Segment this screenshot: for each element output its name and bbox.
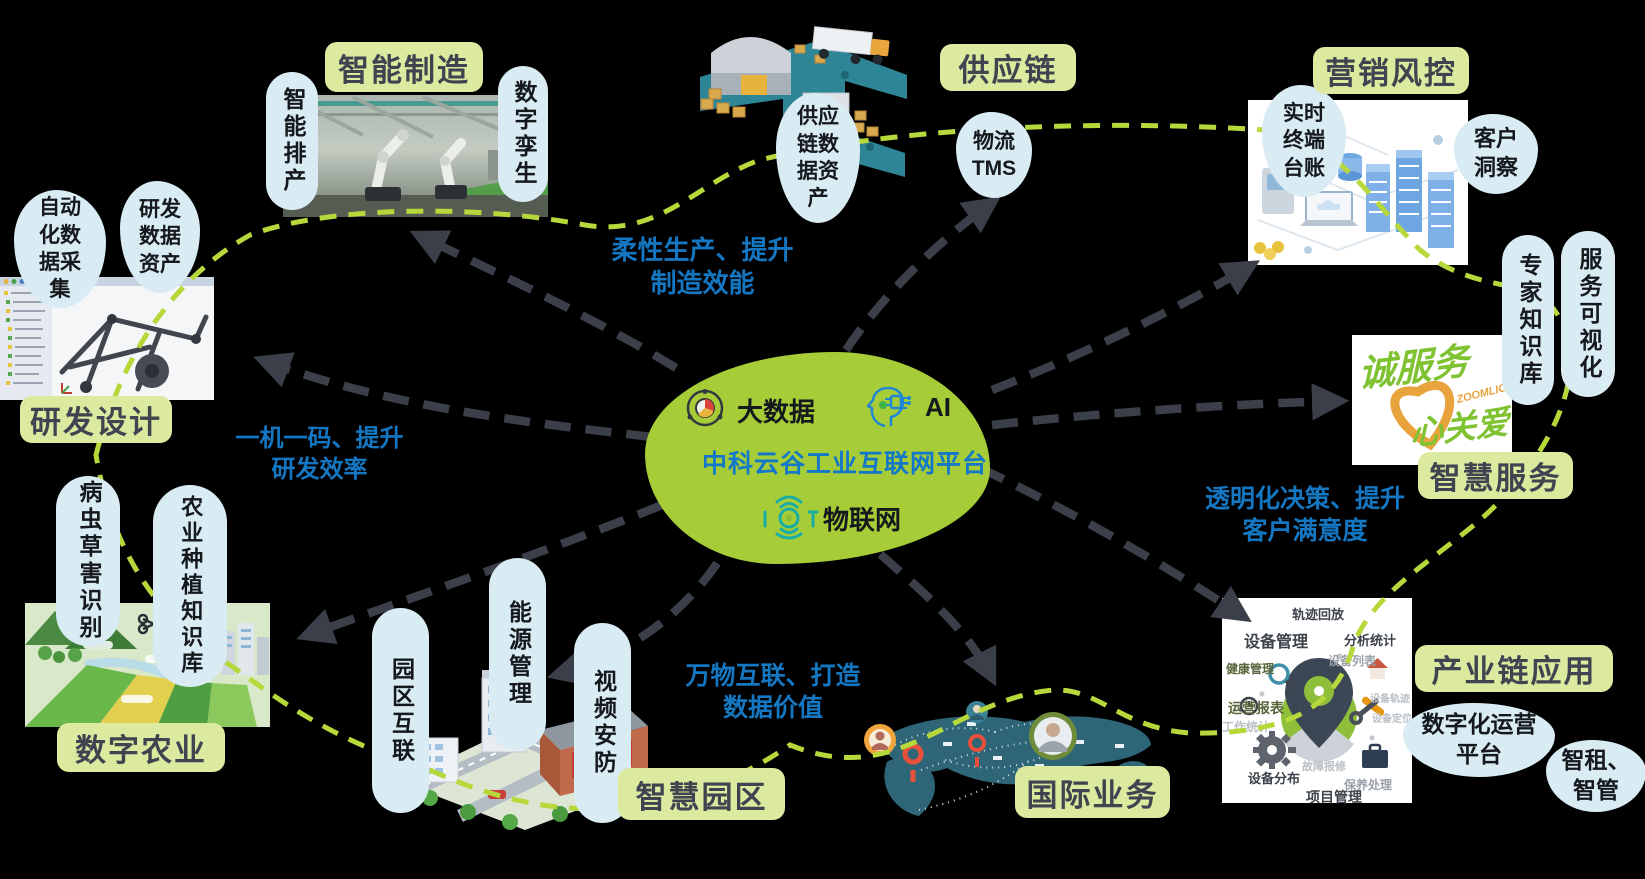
- bubble-intelligent-scheduling: 智能排产: [266, 72, 318, 210]
- tag-smart-park: 智慧园区: [618, 768, 785, 820]
- avatar-green: [1029, 712, 1077, 760]
- arrow-to-supply-chain: [842, 196, 1001, 353]
- tag-smart-manufacturing: 智能制造: [325, 42, 483, 92]
- tag-supply-chain: 供应链: [940, 44, 1076, 91]
- ic-label-trajectory: 设备轨迹: [1370, 694, 1410, 705]
- bubble-digital-operation: 数字化运营 平台: [1403, 703, 1555, 777]
- ai-label: AI: [925, 392, 951, 422]
- bubble-auto-data-collection: 自动 化数 据采 集: [14, 190, 106, 308]
- ic-label-project: 项目管理: [1306, 789, 1362, 805]
- arrow-to-agriculture: [296, 501, 664, 645]
- ic-label-report: 运营报表: [1228, 700, 1284, 716]
- big-data-label: 大数据: [737, 397, 816, 427]
- platform-blob: 大数据 AI 中科云谷工业互联网平台 物联网: [645, 352, 990, 564]
- avatar-orange: [864, 724, 896, 756]
- bubble-planting-knowledge: 农业种植知识库: [153, 485, 227, 687]
- tag-international: 国际业务: [1015, 766, 1170, 818]
- annotation-flexible-production: 柔性生产、提升 制造效能: [611, 235, 794, 299]
- bubble-park-interconnect: 园区互联: [372, 608, 429, 813]
- bubble-smart-rent-manage: 智租、 智管: [1546, 740, 1645, 812]
- ic-label-track: 轨迹回放: [1292, 607, 1345, 622]
- bubble-expert-knowledge: 专家知识库: [1502, 235, 1554, 405]
- tag-industry-chain: 产业链应用: [1415, 645, 1613, 692]
- tag-digital-agriculture: 数字农业: [57, 723, 225, 772]
- bubble-logistics-tms: 物流 TMS: [956, 112, 1032, 198]
- iot-signal-icon: [763, 495, 819, 540]
- avatar-small: [966, 701, 988, 723]
- annotation-one-machine-one-code: 一机一码、提升 研发效率: [235, 425, 404, 483]
- bubble-service-visualization: 服务可视化: [1561, 231, 1615, 397]
- platform-title: 中科云谷工业互联网平台: [701, 450, 988, 478]
- briefcase-icon: [1362, 743, 1388, 768]
- annotation-transparent-decision: 透明化决策、提升 客户满意度: [1204, 485, 1405, 545]
- tag-smart-service: 智慧服务: [1418, 452, 1573, 499]
- ic-label-list: 设备列表: [1328, 654, 1377, 668]
- ic-label-health: 健康管理: [1226, 662, 1275, 676]
- ic-label-distribution: 设备分布: [1248, 771, 1301, 786]
- arrow-to-marketing-risk: [990, 260, 1261, 394]
- ai-head-icon: [866, 386, 911, 428]
- bubble-digital-twin: 数字孪生: [498, 66, 548, 202]
- tag-rd-design: 研发设计: [20, 396, 172, 443]
- annotation-everything-connected: 万物互联、打造 数据价值: [685, 662, 861, 722]
- industry-chain-box: 轨迹回放 设备管理 分析统计 设备列表 健康管理 运营报表 工作统计 设备分布 …: [1222, 598, 1412, 805]
- ic-label-work: 工作统计: [1222, 720, 1271, 734]
- bubble-energy-management: 能源管理: [489, 558, 546, 750]
- tag-marketing-risk: 营销风控: [1313, 47, 1469, 94]
- ic-label-stats: 分析统计: [1344, 633, 1397, 648]
- big-data-icon: [686, 389, 724, 427]
- bubble-pest-recognition: 病虫草害识别: [56, 476, 120, 646]
- arrow-to-smart-service: [991, 383, 1350, 430]
- rd-cad-screenshot: [0, 277, 214, 400]
- iot-label: 物联网: [823, 505, 902, 535]
- ic-label-repair: 故障报修: [1302, 761, 1346, 773]
- smart-service-art: 诚服务 心关爱 ZOOMLION: [1352, 335, 1516, 465]
- ic-label-device: 设备管理: [1244, 634, 1309, 651]
